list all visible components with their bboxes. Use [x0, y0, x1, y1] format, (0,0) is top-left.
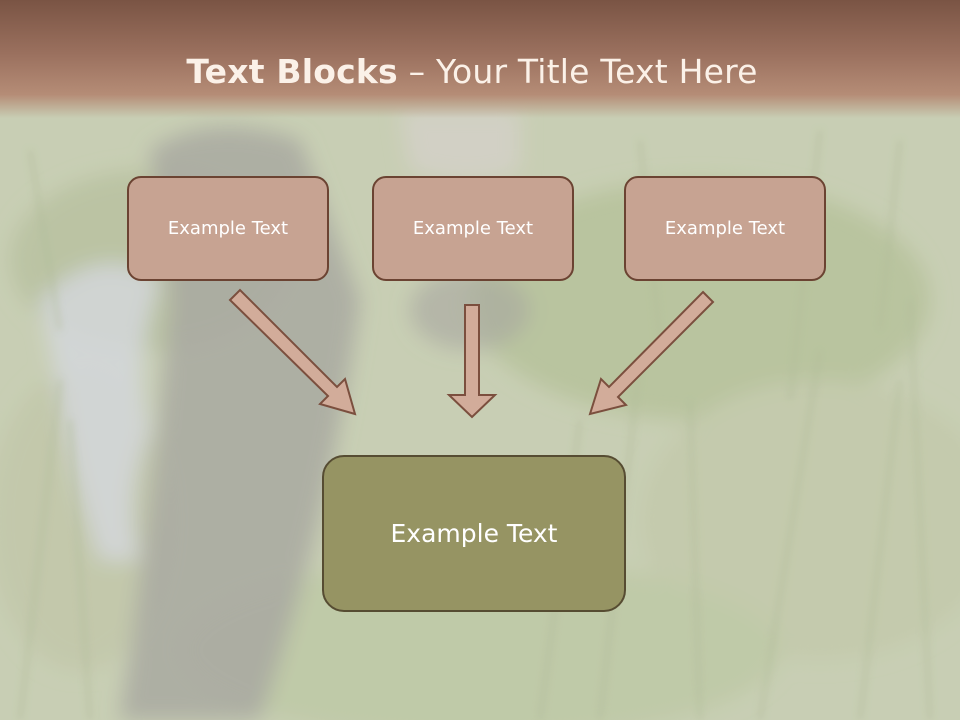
- arrow-center-down: [446, 304, 498, 419]
- text-block-middle-label: Example Text: [412, 218, 534, 239]
- text-block-bottom-label: Example Text: [390, 519, 558, 548]
- text-block-left-label: Example Text: [167, 218, 289, 239]
- title-rest: Your Title Text Here: [435, 52, 758, 91]
- slide-title: Text Blocks – Your Title Text Here: [0, 52, 944, 91]
- title-bar: [0, 0, 960, 118]
- title-dash: –: [397, 52, 436, 91]
- text-block-right-label: Example Text: [664, 218, 786, 239]
- text-block-bottom[interactable]: Example Text: [322, 455, 626, 612]
- text-block-left[interactable]: Example Text: [127, 176, 329, 281]
- text-block-right[interactable]: Example Text: [624, 176, 826, 281]
- arrow-right-diagonal: [588, 290, 715, 416]
- arrow-left-diagonal: [228, 288, 357, 416]
- title-bold-part: Text Blocks: [186, 52, 398, 91]
- text-block-middle[interactable]: Example Text: [372, 176, 574, 281]
